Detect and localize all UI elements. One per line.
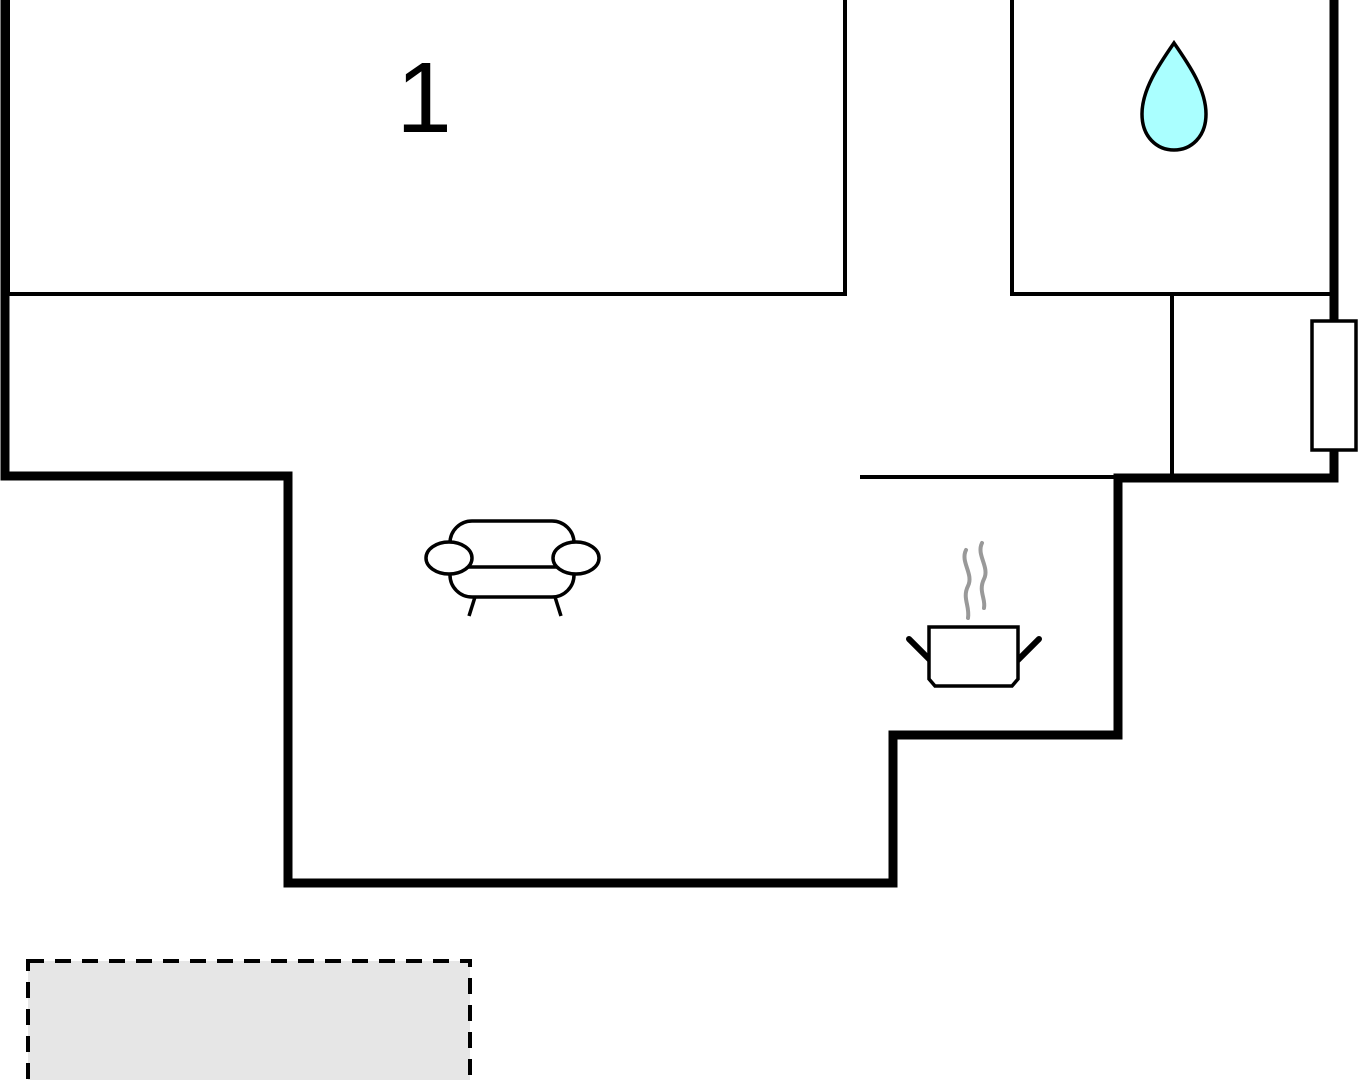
outer-wall-main (0, 0, 1339, 888)
door-icon (1310, 319, 1358, 452)
bathroom-wall (1010, 0, 1330, 296)
water-drop-icon (1140, 39, 1208, 152)
bedroom-wall (6, 0, 847, 296)
cooking-pot-icon (906, 541, 1042, 688)
sofa-icon (424, 519, 601, 617)
terrace-area (26, 959, 472, 1080)
interior-walls (6, 0, 1330, 479)
outer-walls (0, 0, 1339, 888)
room-number-label: 1 (396, 42, 452, 154)
